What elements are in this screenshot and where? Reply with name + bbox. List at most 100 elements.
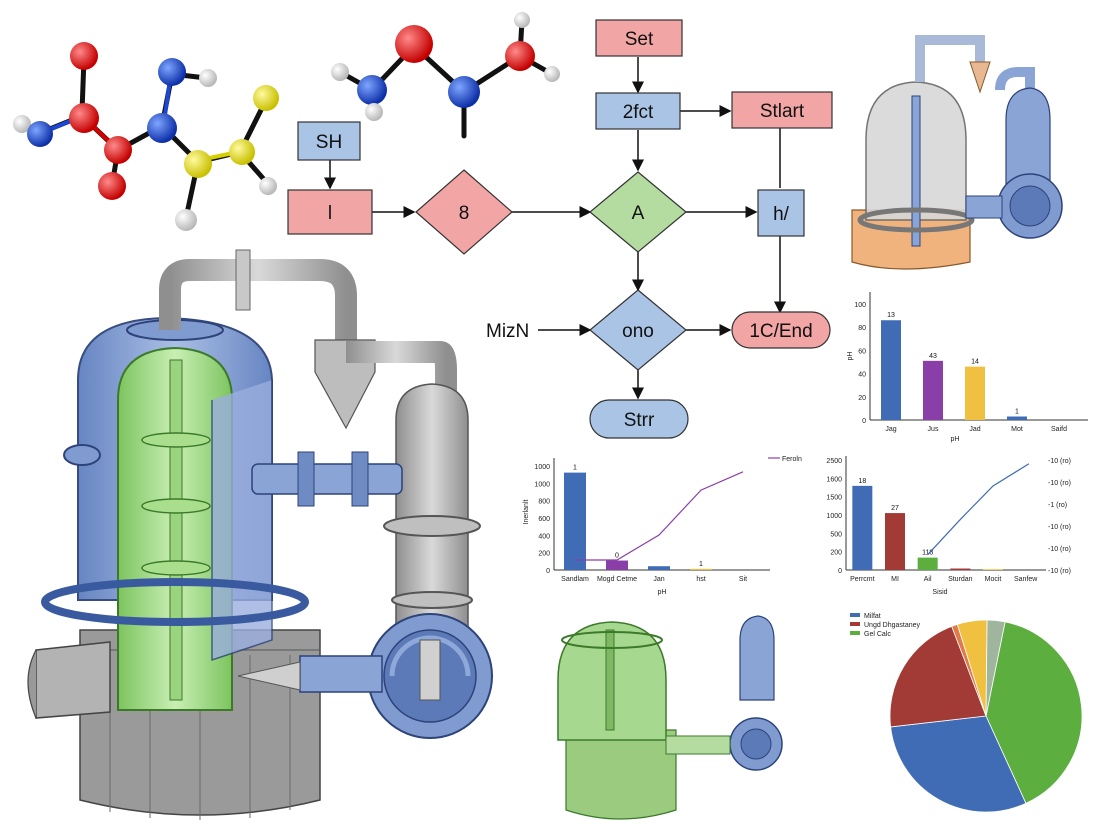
pie-legend-label-2: Gel Calc [864,631,891,638]
chart2-data-label-0: 1 [573,465,577,472]
flow-node-2fct-label: 2fct [623,102,654,123]
chart2-x-tick-2: Jan [653,576,664,583]
flow-node-sh-label: SH [316,132,342,153]
chart1-y-tick-0: 0 [862,418,866,425]
molecule-model-left [13,42,279,231]
flow-node-h: h/ [757,189,805,237]
flow-node-strr-label: Strr [624,410,655,431]
chart2-bar-2 [648,566,670,570]
chart1-bar-0 [881,320,901,420]
flow-node-a-label: A [632,203,645,224]
chart2-y-tick-4: 800 [538,499,550,506]
chart3-x-tick-3: Sturdan [948,576,973,583]
flow-node-set: Set [595,19,683,57]
chart3-right-tick-4: -10 (ro) [1048,480,1071,487]
chart3-y-tick-5: 1600 [826,476,842,483]
flow-node-end: 1C/End [731,311,831,349]
flow-node-sh: SH [297,121,361,161]
chart3-x-tick-2: Ail [924,576,932,583]
chart3-data-label-1: 27 [891,505,899,512]
flow-node-l: l [287,189,373,235]
chart2-data-label-1: 0 [615,553,619,560]
flow-node-8-label: 8 [459,203,470,224]
chart2-x-tick-1: Mogd Cetme [597,576,637,583]
flow-node-set-label: Set [625,29,654,50]
flow-node-stlart: Stlart [731,91,833,129]
chart3-right-tick-1: -10 (ro) [1048,546,1071,553]
chart2-x-tick-4: Sit [739,576,747,583]
chart1-bar-2 [965,366,985,420]
chart1-y-tick-2: 40 [858,372,866,379]
chart3-bar-1 [885,513,905,570]
chart1-x-tick-0: Jag [885,426,896,433]
flow-node-stlart-label: Stlart [760,101,805,122]
chart1-data-label-1: 43 [929,353,937,360]
pie-legend-label-0: Milfat [864,613,881,620]
chart3-bar-4 [983,569,1003,570]
chart1-data-label-0: 13 [887,312,895,319]
chart2-legend-label: Feroln [782,456,802,463]
chart1-y-tick-1: 20 [858,395,866,402]
chart3-bar-0 [852,485,873,570]
chart-middle: 1 0 1 0 200 400 600 800 1000 1000 Sandlam Mogd Ce… [523,456,802,596]
chart3-x-tick-5: Sanfew [1014,576,1038,583]
chart1-x-label: pH [951,436,960,443]
chart1-data-label-3: 1 [1015,409,1019,416]
chart2-x-tick-0: Sandlam [561,576,589,583]
chart1-y-label: pH [847,352,854,361]
chart1-y-tick-5: 100 [854,302,866,309]
chart1-data-label-2: 14 [971,359,979,366]
chart3-y-tick-6: 2500 [826,458,842,465]
chart3-x-tick-4: Mocit [985,576,1002,583]
chart2-y-tick-1: 200 [538,551,550,558]
chart2-x-tick-3: hst [696,576,705,583]
pie-slice-2 [889,625,987,728]
chart2-x-label: pH [658,589,667,596]
chart3-x-label: Sisid [932,589,947,596]
chart2-y-tick-2: 400 [538,533,550,540]
chart3-right-tick-3: -1 (ro) [1048,502,1067,509]
flow-node-l-label: l [328,203,332,224]
chart2-data-label-3: 1 [699,561,703,568]
chart2-y-tick-5: 1000 [534,481,550,488]
chart3-data-label-2: 118 [922,550,933,557]
chart2-y-tick-3: 600 [538,516,550,523]
flow-node-a: A [589,171,687,253]
chart2-y-tick-0: 0 [546,568,550,575]
pie-slice-0 [985,621,1083,804]
chart1-y-tick-4: 80 [858,325,866,332]
flow-node-ono: ono [589,289,687,371]
chart1-x-tick-3: Mot [1011,426,1023,433]
chart3-y-tick-2: 500 [830,531,842,538]
chart3-y-tick-0: 0 [838,568,842,575]
molecule-model-center [331,12,560,139]
chart3-bar-2 [917,557,938,570]
chart1-bar-1 [923,360,943,420]
chart1-bar-3 [1007,416,1027,420]
flow-node-8: 8 [415,169,513,255]
chart3-data-label-0: 18 [858,478,866,485]
chart3-y-tick-4: 1500 [826,495,842,502]
chart2-bar-0 [564,472,586,570]
chart1-y-tick-3: 60 [858,348,866,355]
flow-node-ono-label: ono [622,321,654,342]
chart3-right-tick-0: -10 (ro) [1048,568,1071,575]
flow-node-strr: Strr [589,399,689,439]
chart3-y-tick-3: 1000 [826,513,842,520]
chart2-bar-3 [690,568,712,570]
pie-legend-label-1: Ungd Dhgastaney [864,622,921,629]
chart3-right-tick-5: -10 (ro) [1048,458,1071,465]
chart2-y-tick-6: 1000 [534,464,550,471]
flow-node-2fct: 2fct [595,92,681,130]
chart2-y-label: Inerlanlt [523,499,530,524]
large-tank-assembly [27,249,493,820]
chart2-line-series [575,471,744,561]
pie-legend-swatch-0 [850,613,860,617]
pie-slice-1 [890,715,1027,813]
pie-slice-5 [985,619,1006,717]
chart3-line-series [927,463,1030,556]
